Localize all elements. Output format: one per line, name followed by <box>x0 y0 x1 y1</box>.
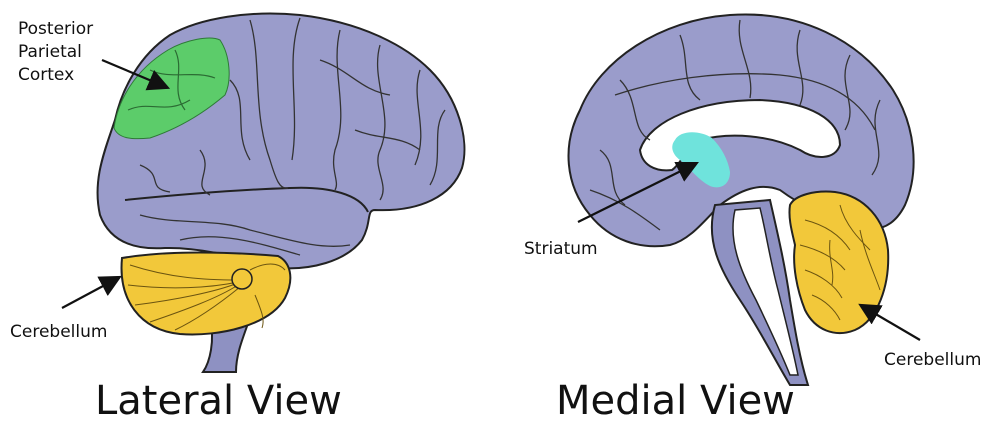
lateral-cerebellum-label: Cerebellum <box>10 322 108 342</box>
medial-cerebellum-folia <box>799 204 881 321</box>
lateral-view-title: Lateral View <box>95 378 342 424</box>
ppc-label-line-1: Posterior <box>18 19 94 39</box>
ppc-label-line-2: Parietal <box>18 42 82 62</box>
medial-ventricle <box>732 207 799 376</box>
lateral-posterior-parietal-cortex <box>113 37 230 140</box>
striatum-label: Striatum <box>524 239 598 259</box>
lateral-cerebellum-folia <box>127 263 286 331</box>
ppc-arrow <box>101 58 171 91</box>
medial-view-title: Medial View <box>556 378 795 424</box>
medial-gyri <box>589 19 881 231</box>
lateral-cerebellum-arrow <box>61 275 122 309</box>
lateral-sylvian-fissure <box>124 186 369 213</box>
lateral-gyri <box>139 17 446 256</box>
medial-cerebellum-arrow <box>858 303 921 341</box>
striatum-arrow <box>577 161 699 223</box>
ppc-label-line-3: Cortex <box>18 65 75 85</box>
medial-view-figure <box>567 13 921 386</box>
lateral-view-figure <box>61 12 466 373</box>
lateral-cerebrum <box>96 12 466 270</box>
medial-striatum <box>672 132 730 188</box>
medial-cerebellum <box>788 190 890 335</box>
lateral-cerebellum-node <box>231 268 253 290</box>
medial-cerebellum-label: Cerebellum <box>884 350 982 370</box>
